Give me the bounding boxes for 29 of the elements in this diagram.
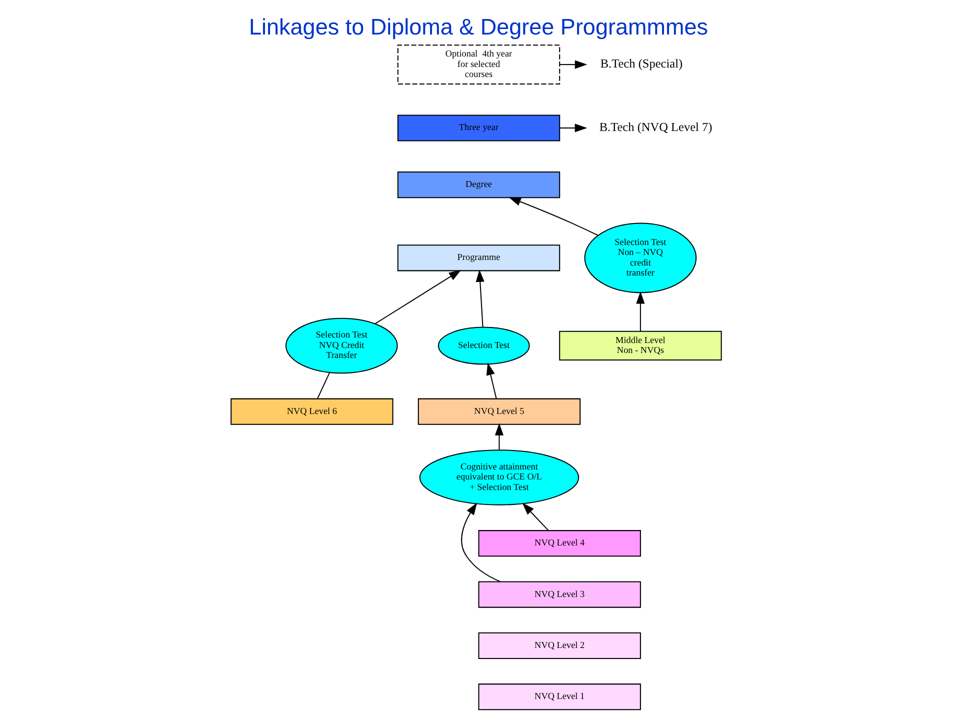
node-text: B.Tech (NVQ Level 7): [599, 120, 712, 134]
node-box: Degree: [397, 171, 560, 198]
node-box: NVQ Level 3: [478, 581, 641, 608]
arrow: [461, 502, 500, 582]
arrow: [560, 60, 588, 69]
node-box: NVQ Level 2: [478, 632, 641, 659]
node-ellipse: Selection Test Non – NVQ credit transfer: [584, 222, 697, 294]
connector: [317, 372, 330, 399]
arrow: [522, 502, 549, 531]
node-box: Optional 4th year for selected courses: [397, 44, 560, 84]
arrow: [494, 423, 504, 450]
node-box: NVQ Level 6: [230, 398, 394, 425]
arrow: [476, 270, 484, 327]
node-box: Middle Level Non - NVQs: [559, 330, 722, 361]
arrow: [560, 124, 588, 132]
arrow: [636, 291, 645, 332]
arrow: [508, 197, 598, 236]
node-ellipse: Selection Test: [438, 326, 530, 365]
node-box: NVQ Level 5: [418, 398, 581, 425]
node-ellipse: Cognitive attainment equivalent to GCE O/L + Selection Test: [419, 450, 580, 506]
arrow: [374, 270, 462, 324]
diagram-title: Linkages to Diploma & Degree Programmmes: [249, 14, 708, 40]
node-ellipse: Selection Test NVQ Credit Transfer: [285, 318, 398, 374]
node-box: Programme: [397, 244, 560, 272]
arrow: [486, 362, 497, 399]
node-box: NVQ Level 1: [478, 684, 641, 710]
node-box: NVQ Level 4: [478, 530, 641, 557]
node-box: Three year: [397, 114, 560, 142]
node-text: B.Tech (Special): [600, 56, 683, 71]
